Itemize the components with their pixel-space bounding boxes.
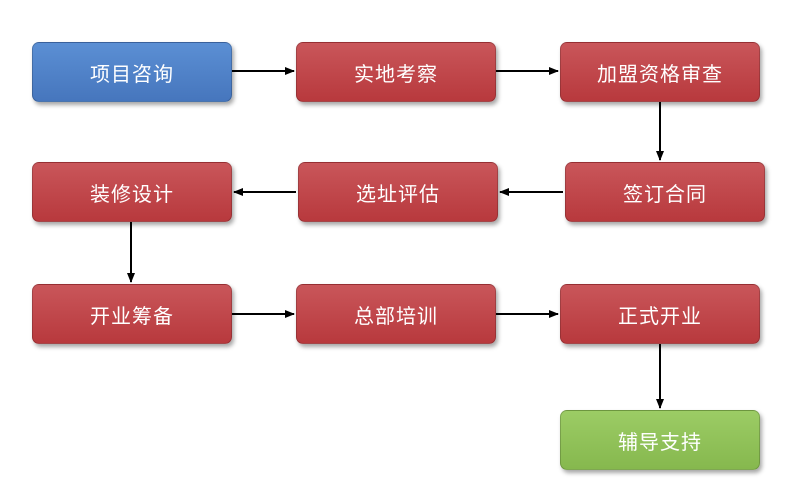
step-qualification-review: 加盟资格审查 — [560, 42, 760, 102]
step-opening-preparation: 开业筹备 — [32, 284, 232, 344]
step-site-visit: 实地考察 — [296, 42, 496, 102]
step-grand-opening: 正式开业 — [560, 284, 760, 344]
step-sign-contract: 签订合同 — [565, 162, 765, 222]
step-decoration-design: 装修设计 — [32, 162, 232, 222]
step-site-evaluation: 选址评估 — [298, 162, 498, 222]
step-project-consultation: 项目咨询 — [32, 42, 232, 102]
step-ongoing-support: 辅导支持 — [560, 410, 760, 470]
step-hq-training: 总部培训 — [296, 284, 496, 344]
